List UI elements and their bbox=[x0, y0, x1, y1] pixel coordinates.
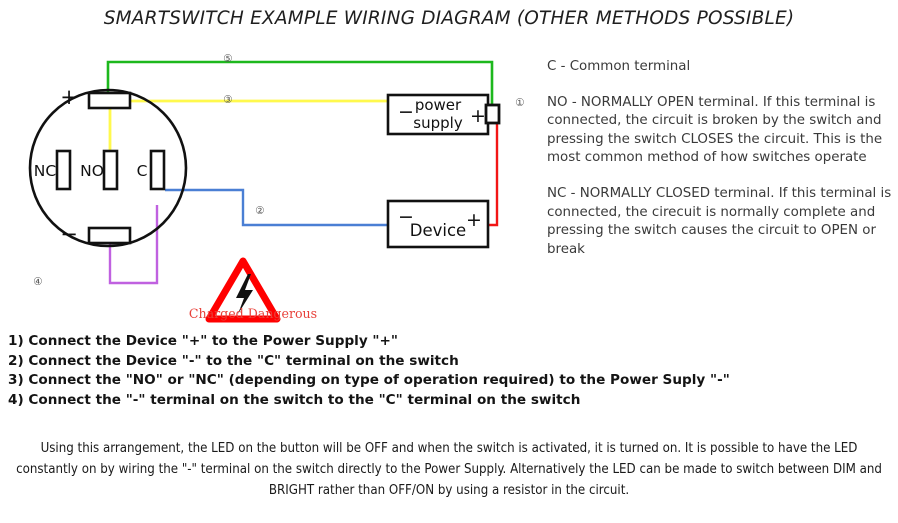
wire-purple-minus-to-c bbox=[108, 205, 159, 285]
device-box bbox=[386, 199, 490, 249]
description-normally-closed: NC - NORMALLY CLOSED terminal. If this t… bbox=[547, 185, 892, 257]
instruction-list: 1) Connect the Device "+" to the Power S… bbox=[8, 332, 888, 410]
switch-minus-terminal bbox=[87, 226, 132, 245]
instruction-item-2: 2) Connect the Device "-" to the "C" ter… bbox=[8, 352, 459, 369]
switch-body-circle bbox=[28, 88, 188, 248]
power-supply-positive-label: + bbox=[470, 105, 486, 127]
device-label: Device bbox=[410, 221, 466, 240]
wire-green-plus-to-supply-positive bbox=[106, 60, 494, 114]
switch-no-terminal bbox=[102, 149, 119, 191]
switch-plus-label: + bbox=[60, 85, 78, 109]
callout-3: ③ bbox=[223, 94, 232, 106]
high-voltage-icon bbox=[205, 257, 281, 323]
instruction-item-1: 1) Connect the Device "+" to the Power S… bbox=[8, 333, 398, 349]
page-title: SMARTSWITCH EXAMPLE WIRING DIAGRAM (OTHE… bbox=[103, 8, 795, 29]
switch-minus-label: − bbox=[60, 222, 78, 246]
device-negative-label: − bbox=[398, 206, 414, 228]
callout-2: ② bbox=[255, 205, 264, 217]
callout-4: ④ bbox=[33, 276, 42, 288]
description-normally-open: NO - NORMALLY OPEN terminal. If this ter… bbox=[547, 94, 883, 166]
description-common: C - Common terminal bbox=[547, 59, 691, 74]
warning-caption: Charged Dangerous bbox=[188, 306, 318, 321]
power-supply-line2: supply bbox=[413, 114, 463, 132]
power-supply-box bbox=[386, 93, 490, 136]
terminal-descriptions: C - Common terminal NO - NORMALLY OPEN t… bbox=[547, 58, 895, 259]
callout-5: ⑤ bbox=[223, 53, 232, 65]
switch-c-label: C bbox=[137, 162, 148, 180]
switch-no-label: NO bbox=[80, 162, 104, 180]
power-supply-negative-label: − bbox=[398, 101, 414, 123]
instruction-item-3: 3) Connect the "NO" or "NC" (depending o… bbox=[8, 372, 730, 389]
footer-note: Using this arrangement, the LED on the b… bbox=[16, 441, 882, 498]
wire-blue-c-to-device-negative bbox=[165, 188, 388, 227]
instruction-item-4: 4) Connect the "-" terminal on the switc… bbox=[8, 391, 581, 408]
wiring-diagram: + NC NO C − − power supply + − Device + … bbox=[0, 38, 540, 328]
switch-plus-terminal bbox=[87, 91, 132, 110]
power-supply-terminal-block bbox=[484, 103, 501, 125]
callout-1: ① bbox=[515, 97, 524, 109]
power-supply-line1: power bbox=[415, 96, 462, 114]
device-positive-label: + bbox=[466, 209, 482, 231]
switch-nc-terminal bbox=[55, 149, 72, 191]
switch-c-terminal bbox=[149, 149, 166, 191]
switch-nc-label: NC bbox=[34, 162, 56, 180]
